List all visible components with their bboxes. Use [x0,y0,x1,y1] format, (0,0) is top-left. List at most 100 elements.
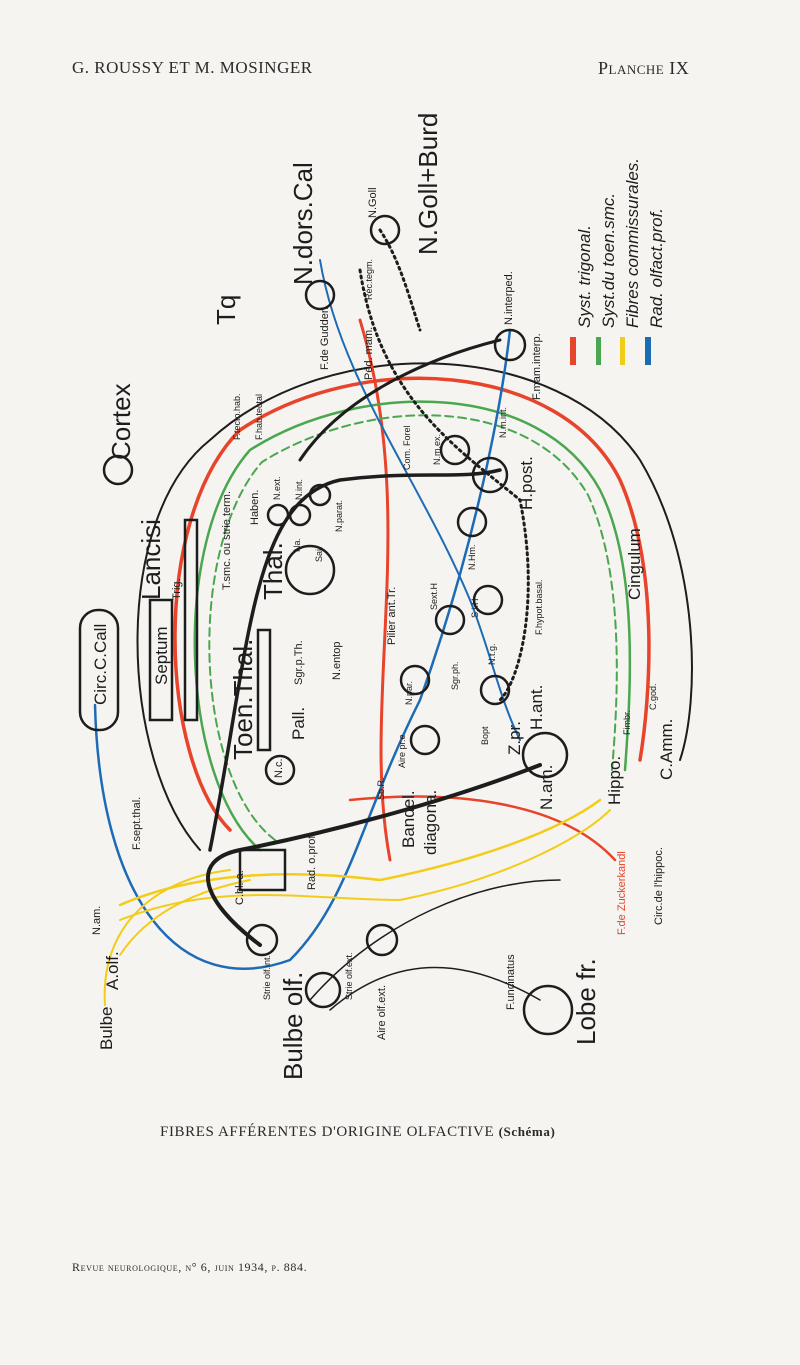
label-bopt: Bopt [480,726,490,745]
label-na: Na. [292,538,302,552]
caption-title: FIBRES AFFÉRENTES D'ORIGINE OLFACTIVE [160,1124,495,1140]
lobe-fr-shape [522,984,574,1036]
label-sai: Sai. [314,546,324,562]
label-bandel: Bandel. [399,790,418,848]
commissural-fibres-4 [119,879,251,956]
label-n-ext: N.ext. [272,476,282,500]
caption-note: (Schéma) [498,1124,556,1139]
label-fimbr: Fimbr. [622,710,632,735]
label-a-olf: A.olf. [103,951,122,990]
n-para-nucleus [308,483,332,507]
label-circ-hippoc: Circ.de l'hippoc. [653,847,665,925]
diagram-labels: Cortex Tq N.dors.Cal N.Goll+Burd N.Goll … [91,113,676,1080]
trigonal-tract-inner [358,318,392,862]
toenia-tract-dashed [208,414,618,841]
legend: Syst. trigonal. Syst.du toen.smc. Fibres… [570,158,666,365]
label-bulbe-olf: Bulbe olf. [278,972,308,1080]
label-t-smc: T.smc. ou strie term. [221,491,233,590]
label-sext-h: Sext.H [429,583,439,610]
deep-root-tract-2 [319,259,521,741]
septum-box [148,598,174,722]
label-tq: Tq [211,295,241,325]
black-tract-center [208,468,502,852]
label-n-m-ex: N.m.ex. [432,434,442,465]
label-toen-thal: Toen.Thal. [228,639,258,760]
legend-swatch-blue [645,337,651,365]
n-m-int-nucleus [471,456,509,494]
label-cingulum: Cingulum [625,528,644,600]
legend-swatch-green [596,337,601,365]
label-f-uncinatus: F.uncinatus [505,954,517,1010]
label-lancisi: Lancisi [136,519,166,600]
legend-swatch-yellow [620,337,625,365]
legend-label-rad-olf: Rad. olfact.prof. [647,208,666,328]
n-par-nucleus [399,664,431,696]
label-n-para: N.parat. [334,500,344,532]
n-am-nucleus [521,731,569,779]
label-cortex: Cortex [106,383,136,460]
black-tract-mam [298,338,502,462]
label-sgr-ph: Sgr.ph. [450,661,460,690]
plate-number: Planche IX [598,58,690,78]
label-h-ant: H.ant. [527,685,546,730]
label-hippo: Hippo. [605,756,624,805]
commissural-fibres [118,798,602,907]
strie-ext-nucleus [365,923,399,957]
label-strie-int: Strie olf.int. [262,955,272,1000]
label-thal: Thal. [258,542,288,600]
label-f-hypot: F.hypot.basal. [534,579,544,635]
strie-int-nucleus [245,923,279,957]
label-n-dors-cal: N.dors.Cal [288,162,318,285]
legend-label-trigonal: Syst. trigonal. [575,225,594,328]
n-int-nucleus [288,503,312,527]
n-c-nucleus [264,754,296,786]
legend-swatch-red [570,337,576,365]
journal-reference: Revue neurologique, n° 6, juin 1934, p. … [72,1260,308,1274]
authors-header: G. ROUSSY ET M. MOSINGER [72,58,313,77]
s-i-h-nucleus [472,584,504,616]
label-septum: Septum [152,626,171,685]
diagonal-band [206,763,542,947]
label-sb-r: Sb.R. [376,777,386,800]
thal-nucleus [284,544,336,596]
figure-caption: FIBRES AFFÉRENTES D'ORIGINE OLFACTIVE (S… [160,1124,555,1141]
label-z-pr: Z.pr. [505,721,524,755]
label-f-sept-thal: F.sept.thal. [131,797,143,850]
label-n-goll: N.Goll [367,187,379,218]
deep-root-tract [93,328,512,970]
n-tg-nucleus [479,674,511,706]
toenia-tract [193,400,632,852]
label-c-bl: C.bl. a. [234,870,246,905]
n-dors-cal-nucleus [304,279,336,311]
label-ped-mam: Péd. mam. [363,327,375,380]
label-n-hm: N.Hm. [467,545,477,571]
n-m-ex-nucleus [439,434,471,466]
trigonal-tract [173,376,651,832]
label-c-god: C.god. [648,683,658,710]
label-rec-teg: Réc.tegm. [364,259,374,300]
label-f-hab-tectal: F.hab.tectal [254,394,264,440]
label-n-par: N.par. [404,681,414,705]
label-c-amm: C.Amm. [657,719,676,780]
label-f-zuckerkandl: F.de Zuckerkandl [616,851,628,935]
cortex-shape [102,454,134,486]
label-sgr-p-th: Sgr.p.Th. [293,640,305,685]
n-goll-nucleus [369,214,401,246]
zuckerkandl-tract [348,795,617,862]
label-n-entop: N.entop [331,641,343,680]
cingulum-tract [136,362,693,851]
label-f-tecto-hab: F.tecto.hab. [232,393,242,440]
label-s-i-h: S.i.H [470,598,480,618]
label-pall: Pall. [289,707,308,740]
label-n-goll-burd: N.Goll+Burd [413,113,443,255]
commissural-fibres-3 [103,869,231,1006]
toen-thal-box [256,628,272,752]
label-n-c: N.c. [273,758,285,778]
legend-label-commissural: Fibres commissurales. [623,158,642,328]
legend-label-toenia: Syst.du toen.smc. [599,193,618,328]
aire-pre-nucleus [409,724,441,756]
label-trig: Trig. [171,578,183,600]
label-com-forel: Com. Forel [402,425,412,470]
